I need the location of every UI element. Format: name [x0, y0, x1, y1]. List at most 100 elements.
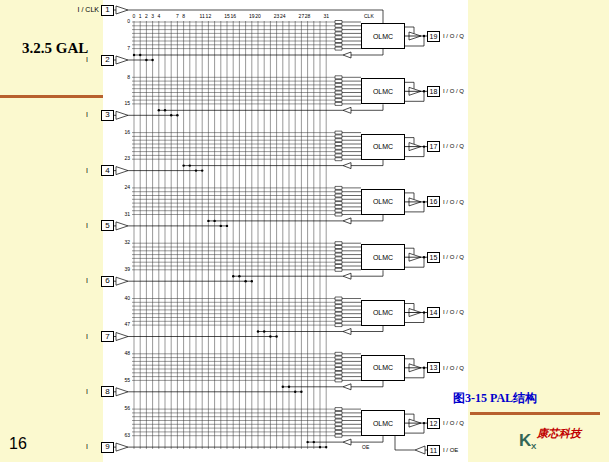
output-connector: [405, 423, 427, 424]
junction-dot: [151, 59, 153, 61]
rule-line: [470, 412, 600, 415]
connector-line: [405, 367, 427, 368]
olmc-box: OLMC: [361, 23, 405, 49]
junction-dot: [133, 54, 135, 56]
pin-number: 1: [105, 6, 109, 14]
connector-line: [405, 36, 427, 37]
slide-title: 3.2.5 GAL: [22, 40, 88, 57]
rule-line: [0, 95, 103, 98]
column-number: 27: [299, 14, 305, 20]
pin-box: 12: [427, 418, 440, 429]
column-number: 8: [182, 14, 185, 20]
pin-number: 8: [105, 388, 109, 396]
output-connector: [405, 312, 427, 313]
olmc-box: OLMC: [361, 134, 405, 160]
olmc-box: OLMC: [361, 78, 405, 104]
olmc-label: OLMC: [373, 88, 393, 95]
and-gates: [335, 21, 342, 438]
row-number: 8: [127, 75, 130, 81]
junction-dot: [207, 220, 209, 222]
signal-label: OE: [362, 445, 369, 451]
column-number: 0: [133, 14, 136, 20]
feedback-buffer: [343, 52, 351, 445]
signal-label: CLK: [364, 14, 374, 20]
junction-dot: [306, 441, 308, 443]
logo-letter: K: [519, 432, 531, 451]
column-number: 23: [274, 14, 280, 20]
pin-label: I: [86, 333, 88, 341]
pin-label: I / O / Q: [443, 254, 464, 261]
pin-label: I / O / Q: [443, 420, 464, 427]
junction-dot: [313, 441, 315, 443]
column-number: 20: [255, 14, 261, 20]
olmc-box: OLMC: [361, 355, 405, 381]
pin-label: I: [86, 167, 88, 175]
junction-dot: [189, 164, 191, 166]
junction-dot: [232, 275, 234, 277]
junction-dot: [164, 109, 166, 111]
pin-label: I / O / Q: [443, 143, 464, 150]
row-number: 16: [124, 130, 130, 136]
junction-dot: [170, 114, 172, 116]
row-number: 55: [124, 378, 130, 384]
olmc-label: OLMC: [373, 33, 393, 40]
row-number: 15: [124, 101, 130, 107]
column-number: 3: [151, 14, 154, 20]
pin-box: 14: [427, 307, 440, 318]
pin-box: 19: [427, 31, 440, 42]
figure-caption: 图3-15 PAL结构: [453, 392, 537, 405]
olmc-label: OLMC: [373, 420, 393, 427]
pin-box: 3: [101, 110, 114, 121]
pin-label: I: [86, 222, 88, 230]
pin-box: 8: [101, 386, 114, 397]
pin-box: 4: [101, 165, 114, 176]
pin-number: 17: [430, 143, 438, 150]
pin-number: 15: [430, 254, 438, 261]
row-number: 48: [124, 351, 130, 357]
pin-label: I / O / Q: [443, 365, 464, 372]
junction-dot: [269, 335, 271, 337]
pin-label: I: [86, 277, 88, 285]
pin-number: 2: [105, 56, 109, 64]
pin-box: 17: [427, 141, 440, 152]
column-number: 12: [206, 14, 212, 20]
output-connector: [405, 201, 427, 202]
connector-line: [405, 257, 427, 258]
and-output-lines: [342, 22, 361, 436]
connector-line: [405, 91, 427, 92]
row-number: 47: [124, 322, 130, 328]
junction-dot: [201, 169, 203, 171]
column-number: 24: [280, 14, 286, 20]
row-number: 0: [127, 19, 130, 25]
pin-number: 16: [430, 198, 438, 205]
connector-line: [405, 146, 427, 147]
pin-number: 7: [105, 333, 109, 341]
junction-dot: [282, 386, 284, 388]
pin-label: I: [86, 111, 88, 119]
output-buffer: [409, 32, 425, 454]
row-number: 40: [124, 296, 130, 302]
pin-box: 18: [427, 86, 440, 97]
diagram-ground: [103, 0, 468, 462]
olmc-box: OLMC: [361, 189, 405, 215]
column-number: 11: [200, 14, 205, 20]
logo-letter: X: [531, 443, 536, 452]
junction-dot: [300, 391, 302, 393]
column-number: 7: [176, 14, 179, 20]
pin-box: 16: [427, 196, 440, 207]
row-number: 31: [124, 212, 130, 218]
column-number: 15: [224, 14, 230, 20]
output-connector: [405, 146, 427, 147]
pin-label: I: [86, 388, 88, 396]
junction-dot: [176, 114, 178, 116]
junction-dot: [244, 280, 246, 282]
output-connector: [405, 257, 427, 258]
olmc-label: OLMC: [373, 143, 393, 150]
column-number: 31: [323, 14, 329, 20]
pin-number: 6: [105, 277, 109, 285]
junction-dot: [139, 54, 141, 56]
pin-number: 4: [105, 167, 109, 175]
pin-label: I / OE: [443, 447, 458, 454]
pin-label: I / O / Q: [443, 309, 464, 316]
